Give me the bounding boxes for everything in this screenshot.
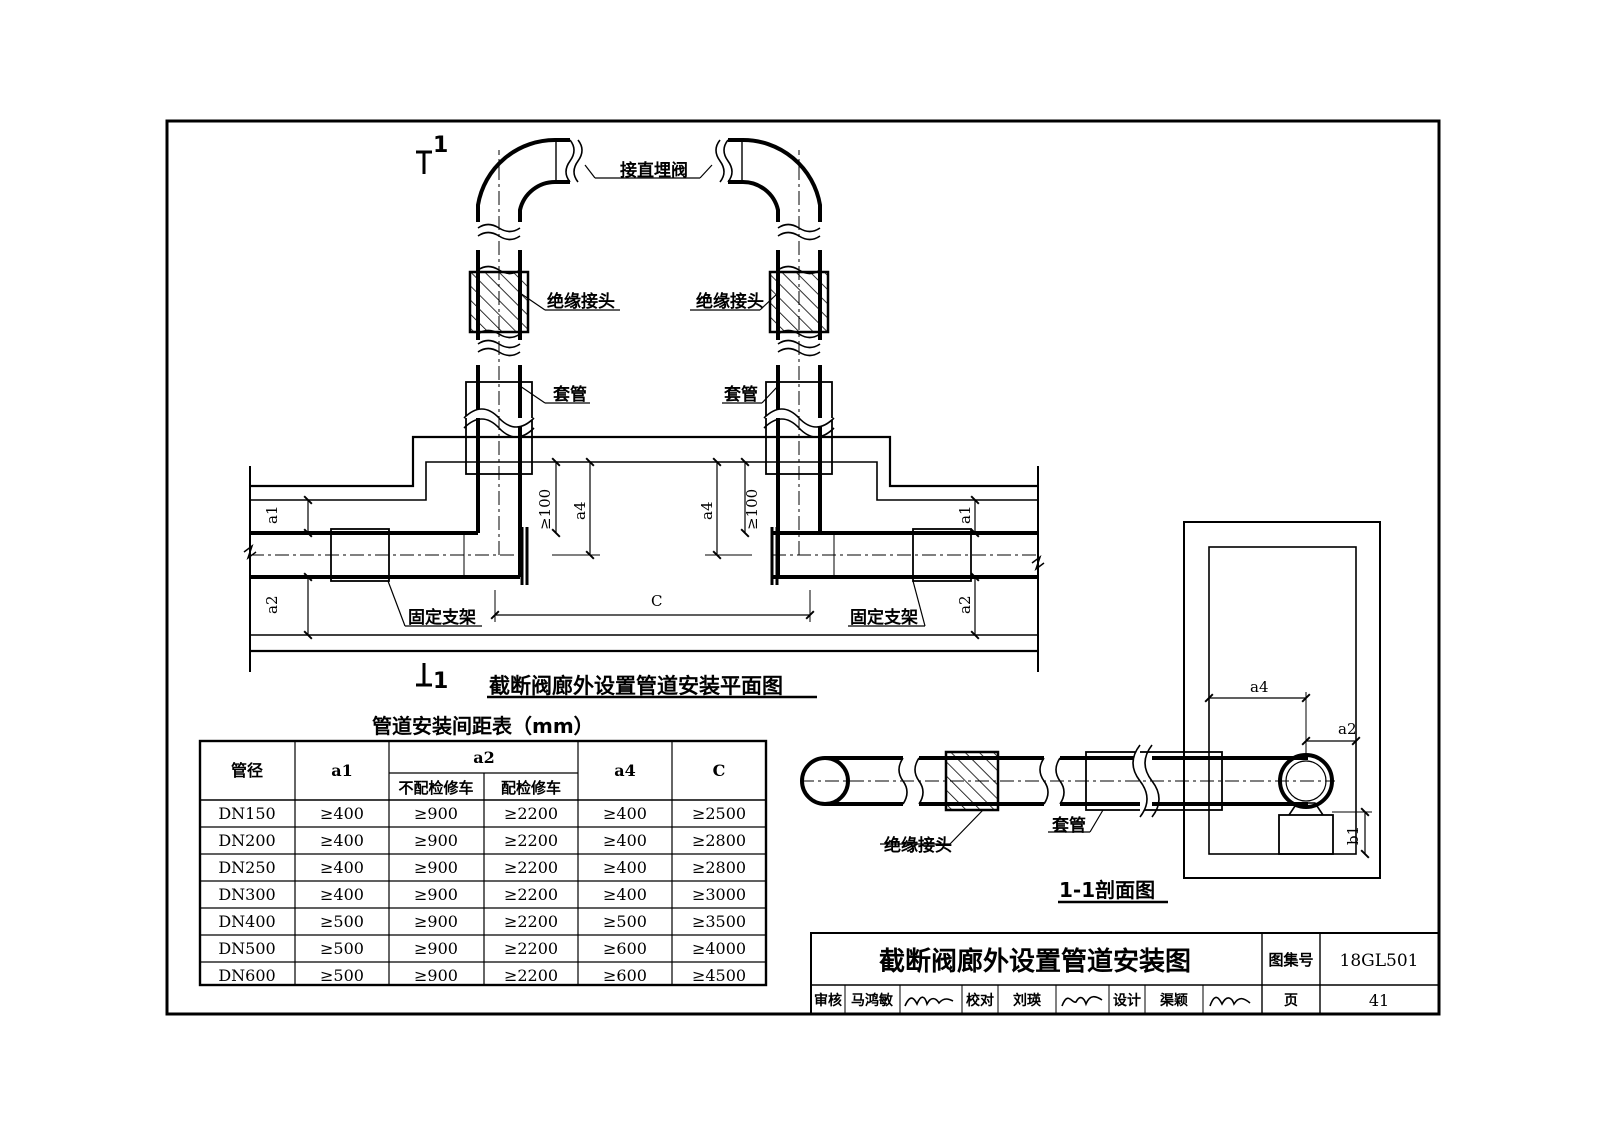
- table-cell: ≥3500: [692, 912, 746, 931]
- section-mark-top: 1: [433, 133, 448, 158]
- table-cell: ≥2800: [692, 831, 746, 850]
- table-cell-dn: DN600: [218, 966, 275, 985]
- th-a2-sub1: 不配检修车: [398, 779, 473, 797]
- dim-a4-left: a4: [571, 502, 589, 521]
- design-label: 设计: [1113, 992, 1141, 1009]
- label-insul-right: 绝缘接头: [696, 291, 764, 312]
- table-cell: ≥400: [320, 885, 364, 904]
- table-cell: ≥900: [414, 831, 458, 850]
- table-cell-dn: DN150: [218, 804, 275, 823]
- table-title: 管道安装间距表（mm）: [372, 714, 594, 738]
- section-mark-bottom: 1: [433, 669, 448, 694]
- th-dn: 管径: [231, 761, 263, 780]
- table-cell: ≥2200: [504, 939, 558, 958]
- table-cell: ≥600: [603, 966, 647, 985]
- section-dim-a2: a2: [1338, 720, 1357, 738]
- designer-name: 渠颖: [1159, 992, 1188, 1009]
- review-label: 审核: [814, 992, 842, 1009]
- section-dim-b1: b1: [1344, 826, 1362, 845]
- table-cell: ≥2500: [692, 804, 746, 823]
- th-a2: a2: [473, 748, 495, 767]
- dim-a2-left: a2: [263, 596, 281, 615]
- reviewer-name: 马鸿敏: [851, 992, 894, 1009]
- table-cell: ≥400: [320, 831, 364, 850]
- table-cell: ≥400: [603, 885, 647, 904]
- table-cell: ≥900: [414, 804, 458, 823]
- table-cell: ≥2200: [504, 804, 558, 823]
- table-cell: ≥500: [320, 966, 364, 985]
- section-label-sleeve: 套管: [1051, 815, 1086, 836]
- check-label: 校对: [966, 992, 994, 1009]
- table-cell: ≥400: [603, 804, 647, 823]
- title-block: [810, 932, 1440, 1015]
- label-sleeve-left: 套管: [552, 384, 587, 405]
- table-cell-dn: DN500: [218, 939, 275, 958]
- atlas-number: 18GL501: [1340, 951, 1419, 971]
- table-cell: ≥2200: [504, 831, 558, 850]
- sheet-border: [165, 119, 1441, 1016]
- dim-c: C: [651, 592, 662, 610]
- dim-a2-right: a2: [956, 596, 974, 615]
- table-cell: ≥900: [414, 858, 458, 877]
- page-number: 41: [1369, 991, 1389, 1010]
- label-support-left: 固定支架: [408, 607, 476, 628]
- page-label: 页: [1284, 993, 1298, 1009]
- table-cell: ≥2800: [692, 858, 746, 877]
- table-cell: ≥2200: [504, 912, 558, 931]
- th-c: C: [713, 761, 726, 780]
- dim-a1-left: a1: [263, 506, 281, 525]
- label-insul-left: 绝缘接头: [547, 291, 615, 312]
- table-cell: ≥400: [603, 858, 647, 877]
- table-cell: ≥2200: [504, 858, 558, 877]
- dim-a1-right: a1: [956, 506, 974, 525]
- drawing-title: 截断阀廊外设置管道安装图: [879, 946, 1191, 977]
- table-cell: ≥2200: [504, 885, 558, 904]
- dim-ge100-left: ≥100: [536, 489, 554, 530]
- label-valve: 接直埋阀: [620, 160, 688, 181]
- label-sleeve-right: 套管: [723, 384, 758, 405]
- section-dim-a4: a4: [1250, 678, 1269, 696]
- checker-name: 刘瑛: [1013, 992, 1042, 1009]
- dim-a4-right: a4: [698, 502, 716, 521]
- section-title: 1-1剖面图: [1059, 878, 1155, 902]
- th-a1: a1: [331, 761, 353, 780]
- table-cell: ≥4000: [692, 939, 746, 958]
- table-cell: ≥900: [414, 912, 458, 931]
- table-cell: ≥400: [320, 858, 364, 877]
- table-cell: ≥500: [320, 939, 364, 958]
- table-cell: ≥500: [320, 912, 364, 931]
- section-view: [800, 521, 1381, 904]
- table-cell: ≥900: [414, 939, 458, 958]
- th-a4: a4: [614, 761, 636, 780]
- label-support-right: 固定支架: [850, 607, 918, 628]
- atlas-label: 图集号: [1268, 951, 1313, 969]
- table-cell-dn: DN400: [218, 912, 275, 931]
- table-cell: ≥2200: [504, 966, 558, 985]
- table-cell-dn: DN200: [218, 831, 275, 850]
- table-cell: ≥500: [603, 912, 647, 931]
- plan-view: [243, 137, 1045, 699]
- table-cell: ≥400: [603, 831, 647, 850]
- spacing-table: [198, 739, 768, 987]
- th-a2-sub2: 配检修车: [501, 779, 561, 797]
- dim-ge100-right: ≥100: [743, 489, 761, 530]
- table-cell-dn: DN300: [218, 885, 275, 904]
- table-cell: ≥3000: [692, 885, 746, 904]
- table-cell: ≥900: [414, 885, 458, 904]
- table-cell: ≥4500: [692, 966, 746, 985]
- plan-title: 截断阀廊外设置管道安装平面图: [489, 674, 783, 698]
- table-cell-dn: DN250: [218, 858, 275, 877]
- table-cell: ≥400: [320, 804, 364, 823]
- section-label-insul: 绝缘接头: [884, 835, 952, 856]
- table-cell: ≥600: [603, 939, 647, 958]
- table-cell: ≥900: [414, 966, 458, 985]
